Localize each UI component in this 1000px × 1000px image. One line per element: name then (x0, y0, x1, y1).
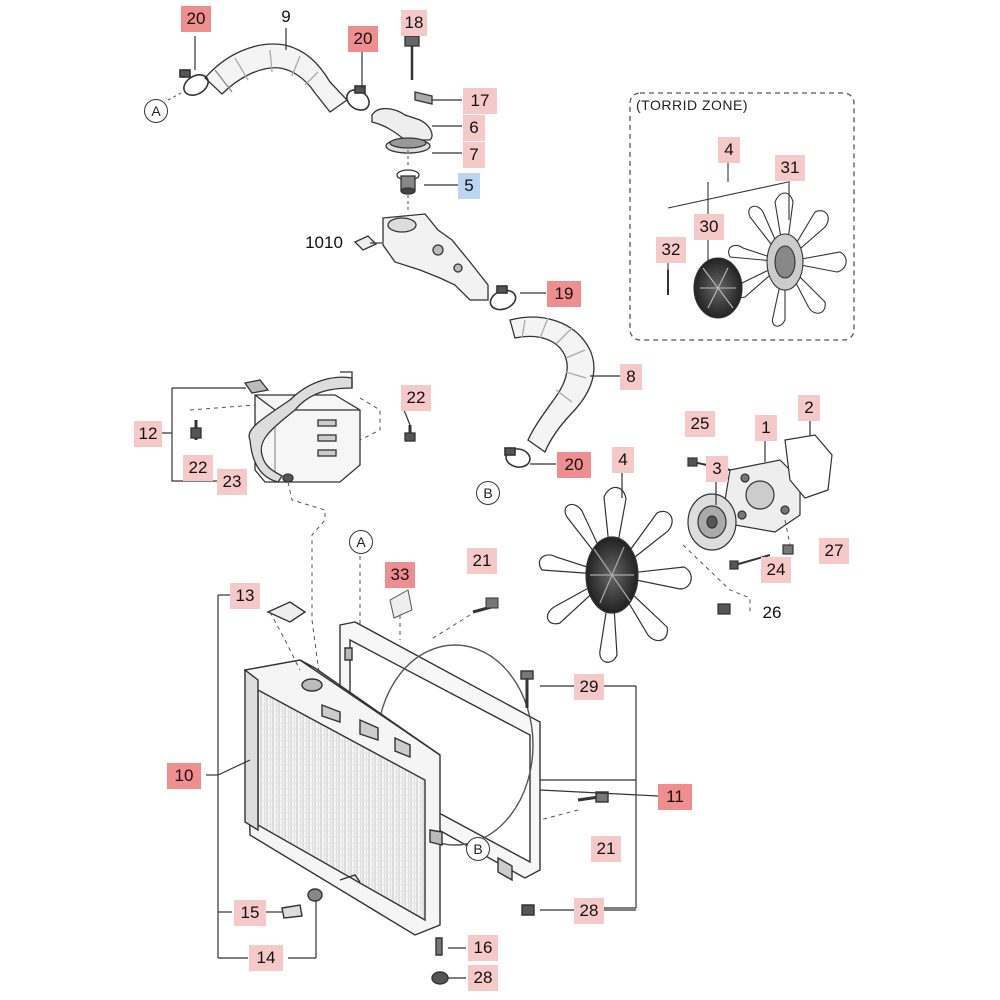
connection-ref-a: A (349, 530, 373, 554)
part-callout-29[interactable]: 29 (574, 674, 604, 700)
part-callout-20[interactable]: 20 (181, 6, 211, 32)
part-callout-11[interactable]: 11 (658, 784, 692, 810)
part-callout-28[interactable]: 28 (574, 898, 604, 924)
part-callout-31[interactable]: 31 (775, 155, 805, 181)
torrid-leaders (667, 163, 790, 290)
cooling-fan (538, 486, 692, 663)
torrid-zone-title: (TORRID ZONE) (636, 97, 749, 113)
part-callout-27[interactable]: 27 (819, 538, 849, 564)
part-callout-15[interactable]: 15 (234, 900, 266, 926)
upper-hose (204, 43, 348, 113)
part-callout-28[interactable]: 28 (468, 965, 498, 991)
part-callout-21[interactable]: 21 (591, 836, 621, 862)
part-callout-32[interactable]: 32 (656, 237, 686, 263)
part-callout-26[interactable]: 26 (762, 603, 782, 622)
lower-hose (509, 316, 595, 453)
part-callout-23[interactable]: 23 (217, 469, 247, 495)
connection-ref-a: A (144, 99, 168, 123)
part-callout-25[interactable]: 25 (685, 411, 715, 437)
part-callout-20[interactable]: 20 (348, 26, 378, 52)
hose-clamp (179, 69, 531, 468)
coolant-reservoir (190, 371, 416, 483)
part-callout-12[interactable]: 12 (134, 421, 162, 447)
water-outlet-fitting (353, 213, 489, 301)
part-callout-1010[interactable]: 1010 (305, 233, 343, 252)
part-callout-24[interactable]: 24 (761, 557, 791, 583)
shroud-dashes (399, 614, 579, 821)
part-callout-2[interactable]: 2 (798, 395, 820, 421)
thermostat-housing (371, 35, 433, 212)
part-callout-22[interactable]: 22 (183, 455, 213, 481)
connection-ref-b: B (466, 837, 490, 861)
torrid-zone-box (629, 92, 855, 341)
part-callout-19[interactable]: 19 (547, 281, 581, 307)
pump-dashes (682, 519, 791, 612)
part-callout-4[interactable]: 4 (612, 447, 634, 473)
part-callout-10[interactable]: 10 (167, 763, 201, 789)
part-callout-6[interactable]: 6 (463, 115, 485, 141)
part-callout-21[interactable]: 21 (467, 548, 497, 574)
torrid-zone-fan (667, 192, 847, 327)
part-callout-3[interactable]: 3 (706, 456, 728, 482)
shroud-leaders (539, 685, 659, 911)
radiator-dashes (269, 611, 301, 671)
radiator-leaders (206, 594, 466, 979)
water-pump (687, 434, 833, 615)
part-callout-33[interactable]: 33 (385, 562, 415, 588)
part-callout-22[interactable]: 22 (401, 385, 431, 411)
upper-leaders (194, 28, 620, 465)
part-callout-9[interactable]: 9 (281, 7, 291, 26)
part-callout-7[interactable]: 7 (463, 142, 485, 168)
part-callout-13[interactable]: 13 (230, 583, 260, 609)
part-callout-18[interactable]: 18 (401, 10, 427, 36)
part-callout-16[interactable]: 16 (468, 935, 498, 961)
part-callout-8[interactable]: 8 (620, 364, 642, 390)
reservoir-leader (162, 387, 246, 482)
part-callout-5[interactable]: 5 (458, 173, 480, 199)
radiator (244, 601, 449, 985)
part-callout-1[interactable]: 1 (755, 415, 777, 441)
part-callout-30[interactable]: 30 (694, 214, 724, 240)
part-callout-4[interactable]: 4 (718, 137, 740, 163)
fan-shroud (339, 621, 609, 916)
connection-ref-b: B (476, 481, 500, 505)
part-callout-14[interactable]: 14 (249, 945, 283, 971)
part-callout-20[interactable]: 20 (557, 452, 591, 478)
part-callout-17[interactable]: 17 (463, 88, 497, 114)
